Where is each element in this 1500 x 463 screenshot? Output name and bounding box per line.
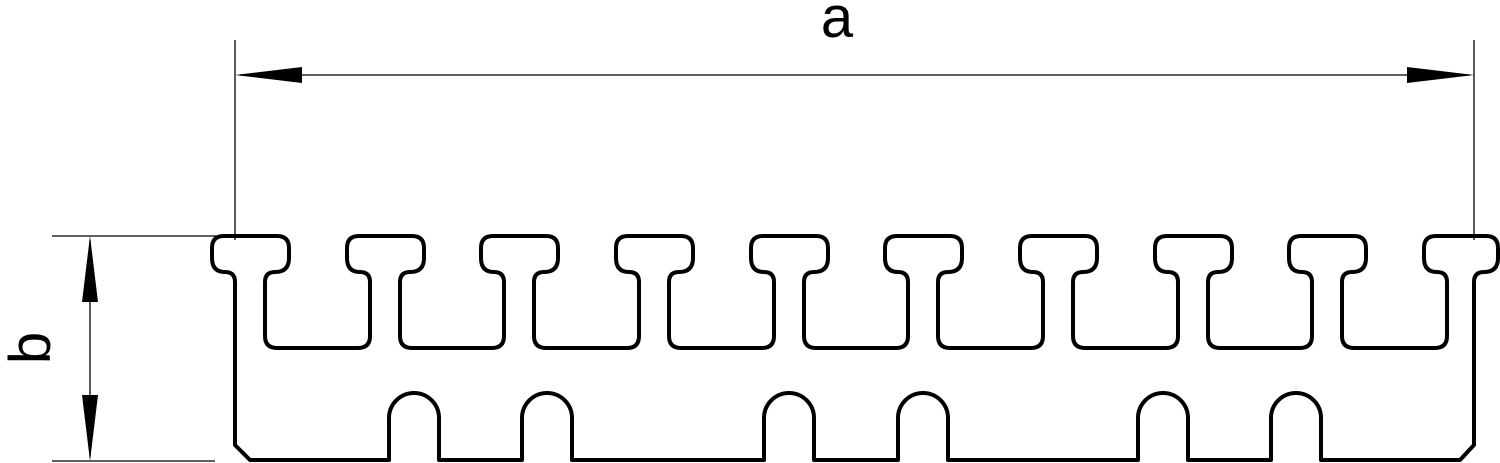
dimension-label-a: a <box>821 0 854 50</box>
arrow-up-icon <box>82 236 98 302</box>
arrow-right-icon <box>1407 67 1474 83</box>
arrow-left-icon <box>235 67 302 83</box>
profile-outline <box>210 234 1500 462</box>
dimension-label-b: b <box>0 332 63 364</box>
arrow-down-icon <box>82 395 98 461</box>
